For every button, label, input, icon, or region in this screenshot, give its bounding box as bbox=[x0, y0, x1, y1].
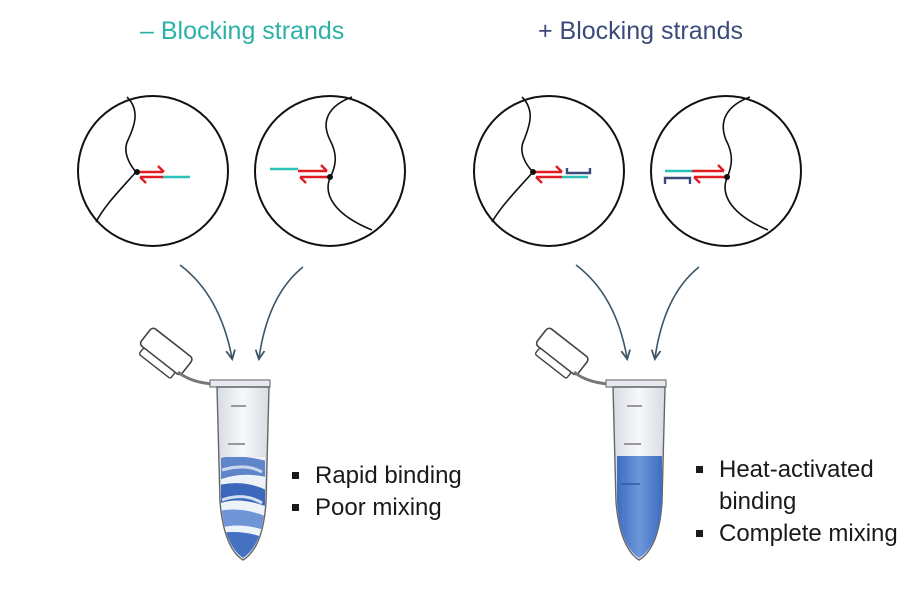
right-outcome-item: Heat-activated binding bbox=[694, 454, 899, 518]
microcentrifuge-tube-icon bbox=[534, 327, 667, 561]
left-outcome-item: Poor mixing bbox=[290, 492, 510, 524]
liquid-poorly-mixed bbox=[221, 457, 265, 558]
left-outcome-item: Rapid binding bbox=[290, 460, 510, 492]
right-outcome-item: Complete mixing bbox=[694, 518, 899, 550]
strand-duplex-icon bbox=[270, 164, 328, 184]
zoom-circle-left-1 bbox=[77, 95, 229, 247]
right-outcome-list: Heat-activated binding Complete mixing bbox=[694, 454, 899, 550]
liquid-fully-mixed bbox=[617, 456, 662, 558]
zoom-circle-left-2 bbox=[254, 95, 406, 247]
strand-duplex-icon bbox=[533, 165, 592, 184]
strand-duplex-icon bbox=[137, 165, 190, 184]
polymer-chain bbox=[325, 96, 373, 231]
blocking-strand bbox=[663, 176, 692, 184]
microcentrifuge-tube-icon bbox=[138, 327, 271, 561]
curved-arrow-icon bbox=[179, 264, 700, 358]
strand-duplex-icon bbox=[663, 164, 725, 184]
polymer-chain bbox=[722, 96, 769, 231]
title-without-blocking-strands: – Blocking strands bbox=[140, 17, 345, 45]
title-with-blocking-strands: + Blocking strands bbox=[538, 17, 743, 45]
blocking-strand bbox=[565, 168, 592, 175]
left-outcome-list: Rapid binding Poor mixing bbox=[290, 460, 510, 524]
zoom-circle-right-2 bbox=[650, 95, 802, 247]
zoom-circle-right-1 bbox=[473, 95, 625, 247]
polymer-chain bbox=[95, 96, 138, 223]
polymer-chain bbox=[491, 96, 535, 223]
